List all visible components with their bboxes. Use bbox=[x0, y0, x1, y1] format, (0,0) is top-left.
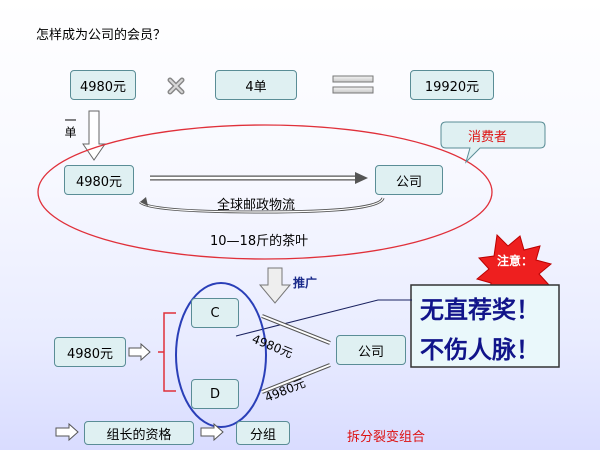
notice-badge: 注意： bbox=[497, 254, 534, 268]
multiply-icon bbox=[167, 77, 185, 95]
consumer-label: 消费者 bbox=[468, 130, 508, 145]
notice-box bbox=[410, 284, 560, 368]
diagonal-arrow-bottom bbox=[261, 363, 331, 394]
tea-label: 10—18斤的茶叶 bbox=[210, 234, 309, 249]
total-box: 19920元 bbox=[410, 70, 494, 100]
price-box-top: 4980元 bbox=[70, 70, 136, 100]
down-arrow-promote bbox=[258, 267, 292, 304]
arrow-group bbox=[200, 422, 224, 442]
arrow-to-bracket bbox=[128, 342, 151, 362]
split-price-box: 4980元 bbox=[54, 337, 126, 367]
arrow-to-company bbox=[150, 172, 368, 184]
count-box: 4单 bbox=[215, 70, 297, 100]
member-c-box: C bbox=[191, 298, 239, 328]
split-bracket bbox=[158, 312, 176, 392]
diagonal-arrow-top bbox=[261, 314, 331, 345]
company-box-bottom: 公司 bbox=[336, 335, 406, 365]
member-d-box: D bbox=[191, 379, 239, 409]
consumer-callout bbox=[440, 121, 546, 164]
single-label: 一单 bbox=[63, 114, 77, 138]
page-title: 怎样成为公司的会员？ bbox=[36, 28, 167, 43]
leader-box: 组长的资格 bbox=[84, 421, 194, 445]
consumer-ellipse bbox=[37, 124, 493, 260]
split-caption: 拆分裂变组合 bbox=[347, 430, 426, 445]
notice-line-1: 无直荐奖！ bbox=[420, 295, 540, 324]
logistics-label: 全球邮政物流 bbox=[217, 198, 296, 213]
promote-label: 推广 bbox=[293, 276, 318, 290]
notice-line-2: 不伤人脉！ bbox=[420, 335, 540, 364]
split-ellipse bbox=[175, 282, 267, 428]
equals-icon bbox=[332, 75, 374, 94]
group-box: 分组 bbox=[236, 421, 290, 445]
member-price-box: 4980元 bbox=[64, 165, 134, 195]
down-arrow-single bbox=[82, 110, 106, 161]
company-box-top: 公司 bbox=[375, 165, 443, 195]
arrow-leader bbox=[55, 422, 79, 442]
